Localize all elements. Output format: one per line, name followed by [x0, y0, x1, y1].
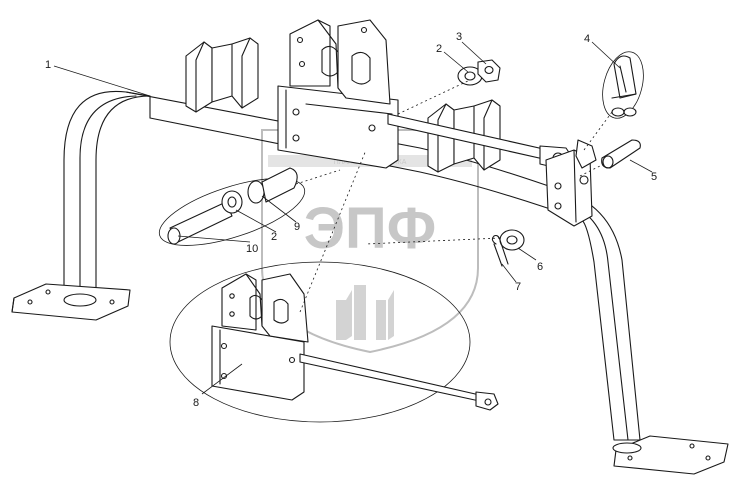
- upper-hitch-bracket: [277, 19, 399, 169]
- frame-left-leg: [63, 90, 151, 301]
- callout-9: 9: [294, 221, 300, 233]
- frame-bracket-left: [185, 37, 259, 113]
- upper-bracket-slot-right: [351, 51, 371, 85]
- frame-arch: [11, 90, 729, 475]
- frame-right-hole-c: [689, 443, 695, 449]
- assembly-line-washer: [397, 79, 471, 115]
- assembly-line-lower: [299, 149, 367, 313]
- frame-left-leg-foot: [63, 293, 97, 307]
- upper-bracket-slot-left: [321, 45, 339, 77]
- detail-ellipse-pins: [158, 178, 306, 246]
- washer-lower: [499, 229, 525, 251]
- frame-left-hole-c: [45, 289, 51, 295]
- callout-4: 4: [584, 33, 590, 45]
- right-clevis-fork: [545, 139, 597, 227]
- callout-6: 6: [537, 261, 543, 273]
- watermark-wheat-icon: [336, 285, 394, 340]
- lower-hitch-assembly: [211, 273, 499, 411]
- frame-left-hole-a: [27, 299, 33, 305]
- leader-lines: [53, 41, 653, 395]
- frame-right-leg-foot: [612, 442, 642, 454]
- washer-pin: [221, 190, 243, 214]
- callout-8: 8: [193, 397, 199, 409]
- lower-bracket-ear-right: [261, 273, 309, 343]
- watermark-brand: ЭПФ: [304, 196, 436, 261]
- assembly-line-pinset: [295, 169, 341, 185]
- clevis-pin-head: [575, 139, 597, 169]
- lower-tie-rod-eye: [475, 391, 499, 411]
- cotter-pin-assembly: [611, 55, 637, 117]
- frame-right-hole-a: [627, 455, 633, 461]
- frame-right-hole-b: [705, 455, 711, 461]
- upper-bracket-ear-left: [289, 19, 331, 87]
- frame-right-leg: [559, 189, 641, 441]
- cotter-pin-small: [493, 243, 503, 267]
- frame-right-base-plate: [613, 435, 729, 475]
- frame-left-leg-edge: [79, 95, 137, 301]
- frame-left-base-edge: [11, 297, 15, 313]
- callout-1: 1: [45, 59, 51, 71]
- nut-upper: [477, 59, 501, 83]
- callout-5: 5: [651, 171, 657, 183]
- detail-ellipse-lower: [169, 261, 471, 423]
- assembly-line-washer-lower: [365, 237, 501, 245]
- clevis-pin: [601, 139, 641, 169]
- frame-left-hole-b: [109, 299, 115, 305]
- callout-3: 3: [456, 31, 462, 43]
- lower-bracket-ear-left: [221, 273, 257, 331]
- callout-labels: 1 2 3 4 5 6 7 8 9 10 2: [45, 31, 657, 409]
- lower-tie-rod: [299, 353, 485, 403]
- bushing: [247, 180, 265, 204]
- pin-set: [167, 167, 298, 245]
- spacer-tube: [261, 167, 298, 203]
- callout-7: 7: [515, 281, 521, 293]
- callout-2-lower: 2: [271, 231, 277, 243]
- detail-ellipse-cotter: [602, 51, 644, 119]
- callout-10: 10: [246, 243, 258, 255]
- callout-2-upper: 2: [436, 43, 442, 55]
